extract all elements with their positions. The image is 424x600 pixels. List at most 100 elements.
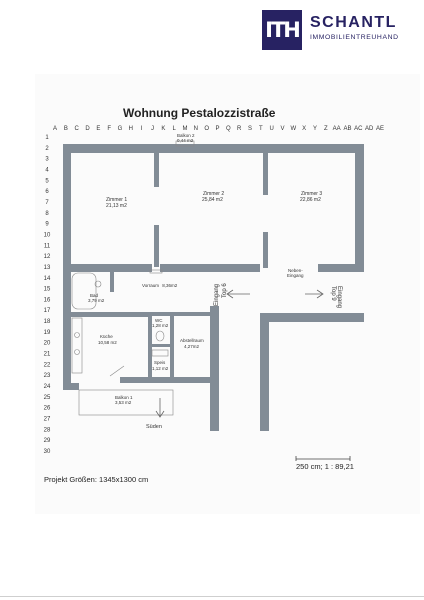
- grid-column-label: E: [96, 126, 100, 132]
- grid-column-label: Z: [324, 126, 328, 132]
- room-zimmer3-name: Zimmer 3: [301, 191, 322, 197]
- grid-row-label: 15: [44, 287, 51, 293]
- wall-mid-horizontal-right: [318, 264, 364, 272]
- grid-column-label: AE: [376, 126, 384, 132]
- balkon-2-door: [175, 140, 195, 147]
- grid-row-label: 10: [44, 232, 51, 238]
- kitchen-stove: [74, 332, 80, 338]
- grid-row-label: 17: [44, 308, 51, 314]
- logo-mark: ITH: [265, 18, 301, 42]
- room-kueche-name: Küche: [100, 334, 113, 339]
- kitchen-counter: [71, 317, 83, 374]
- grid-column-label: C: [74, 126, 79, 132]
- grid-row-label: 4: [45, 167, 49, 173]
- wall-bad-kueche: [71, 312, 151, 317]
- arrow-top9-head: [316, 289, 324, 299]
- grid-row-labels: 1234567891011121314151617181920212223242…: [44, 135, 51, 455]
- wall-bottom-mid: [120, 377, 176, 383]
- grid-column-label: AD: [365, 126, 374, 132]
- grid-row-label: 25: [44, 395, 51, 401]
- wall-zimmer2-3-lower: [263, 232, 268, 268]
- room-zimmer2-name: Zimmer 2: [203, 191, 224, 197]
- room-balkon2-name: Balkon 2: [177, 133, 195, 138]
- eingang-top6-label: Eingang: [214, 284, 220, 306]
- grid-column-label: I: [141, 126, 143, 132]
- room-balkon1-area: 3,53 m2: [115, 400, 132, 405]
- grid-row-label: 3: [45, 157, 49, 163]
- grid-column-label: N: [194, 126, 198, 132]
- room-zimmer2-area: 25,84 m2: [202, 197, 223, 203]
- grid-row-label: 14: [44, 276, 51, 282]
- wall-corridor-vertical: [210, 306, 219, 431]
- door-swing-1: [109, 365, 125, 377]
- grid-column-label: AB: [343, 126, 351, 132]
- grid-row-label: 23: [44, 373, 51, 379]
- kitchen-sink: [74, 349, 80, 355]
- room-abstellraum-name: Abstellraum: [180, 338, 204, 343]
- grid-row-label: 12: [44, 254, 51, 260]
- grid-row-label: 8: [45, 211, 49, 217]
- grid-row-label: 5: [45, 178, 49, 184]
- wall-bottom-left: [63, 383, 79, 390]
- door-stub-vorraum: [149, 269, 163, 274]
- grid-column-label: M: [183, 126, 188, 132]
- grid-row-label: 2: [45, 146, 49, 152]
- room-vorraum-label: Vorraum 8,36m2: [142, 283, 178, 288]
- grid-row-label: 7: [45, 200, 49, 206]
- wall-wc-abstell-top: [148, 312, 210, 316]
- grid-column-label: AC: [354, 126, 363, 132]
- walls: [63, 144, 364, 431]
- wall-wc-speis: [150, 344, 172, 347]
- room-bad-area: 3,79 m2: [88, 298, 105, 303]
- grid-row-label: 18: [44, 319, 51, 325]
- wall-mid-horizontal-left: [63, 264, 152, 272]
- speis-shelf: [151, 349, 169, 357]
- room-speis-area: 1,12 m2: [152, 366, 169, 371]
- balcony-1-outline: [78, 389, 174, 416]
- grid-column-label: R: [237, 126, 242, 132]
- wall-zimmer1-2-lower: [154, 225, 159, 267]
- room-zimmer3-area: 22,86 m2: [300, 197, 321, 203]
- grid-row-label: 13: [44, 265, 51, 271]
- grid-column-label: Y: [313, 126, 317, 132]
- grid-row-label: 24: [44, 384, 51, 390]
- grid-column-label: W: [290, 126, 296, 132]
- room-labels: Zimmer 1 21,13 m2 Zimmer 2 25,84 m2 Zimm…: [88, 133, 342, 430]
- grid-column-label: J: [151, 126, 154, 132]
- grid-row-label: 11: [44, 243, 51, 249]
- arrow-top6-head: [226, 289, 234, 299]
- grid-column-label: K: [161, 126, 165, 132]
- room-vorraum-area: 8,36m2: [162, 283, 178, 288]
- grid-column-label: Q: [226, 126, 231, 132]
- grid-row-label: 30: [44, 449, 51, 455]
- wall-zimmer1-2: [154, 153, 159, 187]
- wall-top: [63, 144, 364, 153]
- room-abstellraum-area: 4,27m2: [184, 344, 200, 349]
- logo-mark-box: ITH: [262, 10, 302, 50]
- grid-column-label: G: [118, 126, 123, 132]
- grid-column-label: P: [215, 126, 219, 132]
- room-wc-name: WC: [155, 318, 163, 323]
- grid-row-label: 6: [45, 189, 49, 195]
- grid-column-label: T: [259, 126, 263, 132]
- wall-bottom-abstell: [170, 377, 210, 383]
- brand-name: SCHANTL: [310, 14, 397, 31]
- neben-eingang-line2: Eingang: [287, 273, 304, 278]
- grid-column-label: AA: [333, 126, 341, 132]
- grid-column-label: X: [302, 126, 306, 132]
- wall-stair-outer-horizontal: [260, 313, 364, 322]
- fixtures: [71, 140, 195, 416]
- grid-column-label: A: [53, 126, 57, 132]
- grid-column-label: S: [248, 126, 252, 132]
- sueden-label: Süden: [146, 424, 162, 430]
- room-zimmer1-name: Zimmer 1: [106, 197, 127, 203]
- grid-column-label: H: [129, 126, 133, 132]
- scale-label: 250 cm; 1 : 89,21: [296, 462, 354, 471]
- room-bad-name: Bad: [90, 293, 99, 298]
- wall-mid-horizontal-center: [160, 264, 260, 272]
- grid-row-label: 16: [44, 297, 51, 303]
- room-balkon2-area: 0,44 m2: [177, 138, 194, 143]
- grid-row-label: 1: [45, 135, 49, 141]
